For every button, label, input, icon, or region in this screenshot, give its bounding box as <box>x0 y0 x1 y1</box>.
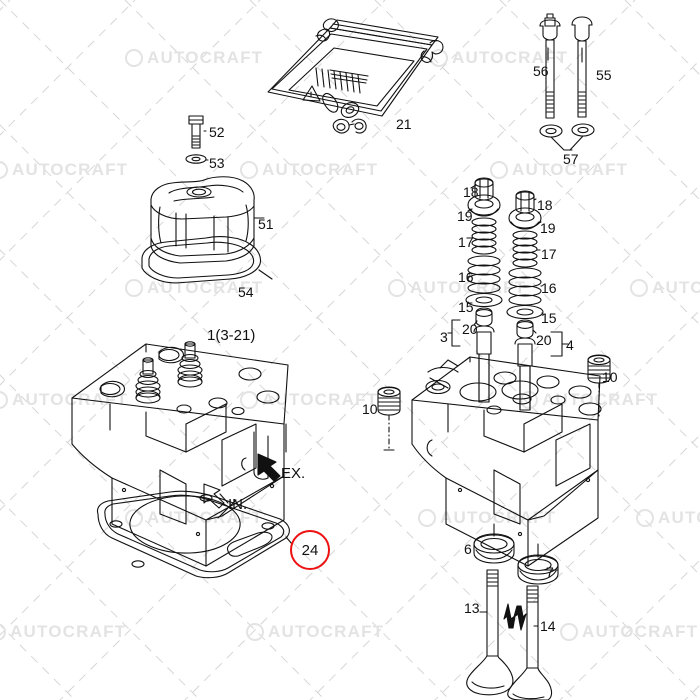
part-13-intake-valve <box>467 570 513 695</box>
part-57-washers <box>540 124 594 150</box>
part-label-l56: 56 <box>533 63 549 79</box>
part-label-l19b: 19 <box>540 220 556 236</box>
part-label-l16b: 16 <box>541 280 557 296</box>
part-10-bushing-right <box>588 355 610 416</box>
part-51-valve-cover <box>151 177 254 263</box>
part-label-l10a: 10 <box>362 401 378 417</box>
part-label-l4: 4 <box>566 337 574 353</box>
part-label-lin: IN. <box>228 496 248 513</box>
part-label-l7: 7 <box>546 564 554 580</box>
part-label-l15a: 15 <box>458 299 474 315</box>
part-10-bushing-left <box>378 387 400 450</box>
part-label-l18a: 18 <box>463 184 479 200</box>
part-55-head-bolt <box>572 17 592 117</box>
part-label-l19a: 19 <box>457 208 473 224</box>
part-label-l20b: 20 <box>536 332 552 348</box>
part-label-l3: 3 <box>440 329 448 345</box>
part-label-l6: 6 <box>464 541 472 557</box>
bracket-3 <box>448 320 460 346</box>
part-label-l13: 13 <box>464 600 480 616</box>
part-label-l15b: 15 <box>541 310 557 326</box>
part-label-l21: 21 <box>396 116 412 132</box>
part-52-valve-cover-bolt <box>189 116 203 148</box>
part-label-lex: EX. <box>281 465 306 482</box>
part-24-head-gasket <box>97 491 289 577</box>
part-label-l17a: 17 <box>458 234 474 250</box>
part-14-exhaust-valve <box>508 586 552 700</box>
part-label-l14: 14 <box>540 618 556 634</box>
part-53-washer <box>186 155 206 163</box>
part-label-l51: 51 <box>258 216 274 232</box>
part-label-l10b: 10 <box>602 369 618 385</box>
part-label-l55: 55 <box>596 67 612 83</box>
part-label-l54: 54 <box>238 284 254 300</box>
valve-spring-stack-right <box>507 191 543 410</box>
part-54-valve-cover-gasket <box>142 237 261 283</box>
exhaust-flow-arrow <box>258 454 280 481</box>
part-label-l57: 57 <box>563 151 579 167</box>
leader-54 <box>259 270 272 279</box>
part-21-gasket-kit <box>268 19 443 133</box>
callout-highlight-24[interactable]: 24 <box>290 530 330 570</box>
part-label-l17b: 17 <box>541 246 557 262</box>
part-label-l18b: 18 <box>537 197 553 213</box>
part-right-cylinder-head <box>412 354 601 566</box>
part-label-l20a: 20 <box>462 321 478 337</box>
part-label-l1: 1(3-21) <box>207 327 256 344</box>
callout-number: 24 <box>301 541 319 559</box>
valve-direction-arrows <box>504 604 526 630</box>
part-label-l52: 52 <box>209 124 225 140</box>
part-label-l53: 53 <box>209 155 225 171</box>
part-label-l16a: 16 <box>458 269 474 285</box>
